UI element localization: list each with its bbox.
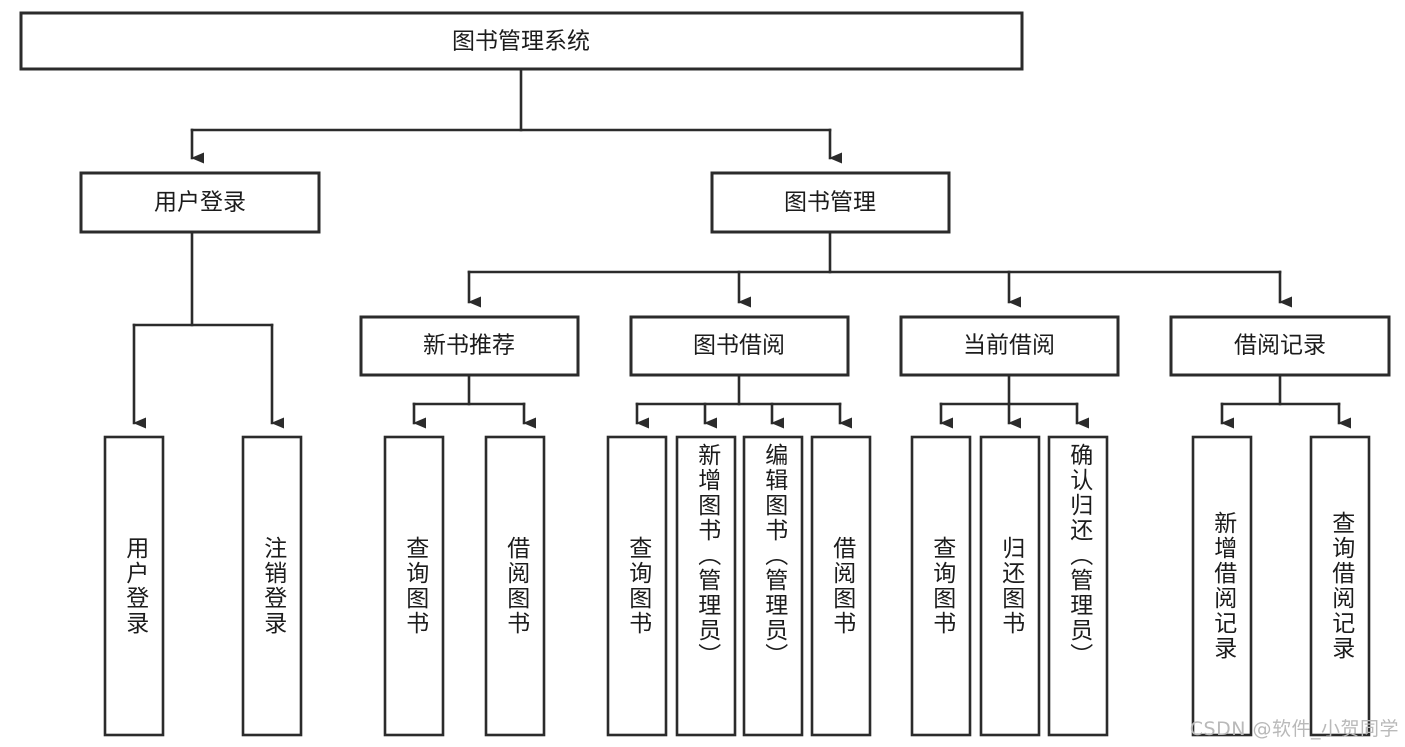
leaf-rects [103,435,1371,737]
node-book-borrow-label: 图书借阅 [693,333,785,359]
node-current-borrow[interactable]: 当前借阅 [899,315,1120,377]
connector-bookborrow-to-leaves [635,373,852,429]
node-root-system-label: 图书管理系统 [452,29,590,55]
node-current-borrow-label: 当前借阅 [963,333,1055,359]
connector-bookmgmt-to-level3 [467,230,1292,308]
connector-userlogin-to-leaves [132,230,284,429]
node-borrow-record-label: 借阅记录 [1234,333,1326,359]
node-new-book-recommend-label: 新书推荐 [423,333,515,359]
node-user-login-label: 用户登录 [154,190,246,216]
connector-currentborrow-to-leaves [939,373,1089,429]
node-book-borrow[interactable]: 图书借阅 [629,315,850,377]
connector-newbook-to-leaves [412,373,536,429]
connector-borrowrecord-to-leaves [1220,373,1351,429]
csdn-watermark: CSDN @软件_小贺同学 [1189,718,1399,740]
node-book-management-label: 图书管理 [784,190,876,216]
node-borrow-record[interactable]: 借阅记录 [1169,315,1391,377]
node-book-management[interactable]: 图书管理 [710,171,951,234]
connector-root-to-level2 [190,68,842,164]
node-root-system[interactable]: 图书管理系统 [19,11,1024,71]
node-new-book-recommend[interactable]: 新书推荐 [359,315,580,377]
node-user-login[interactable]: 用户登录 [79,171,321,234]
